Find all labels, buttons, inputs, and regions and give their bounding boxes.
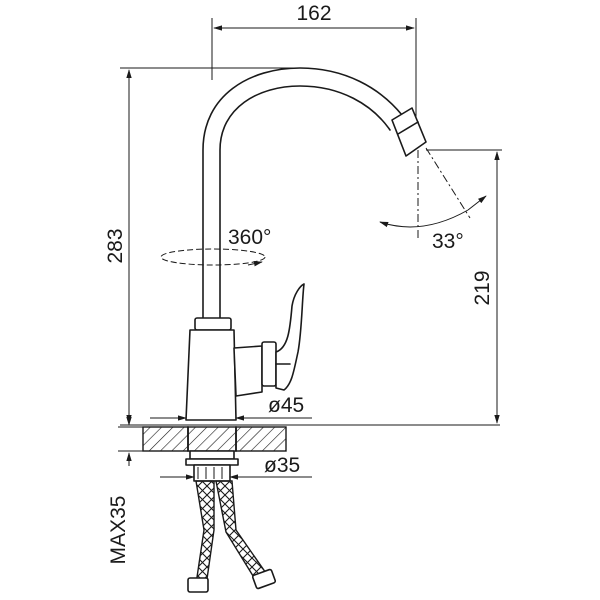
tilt-angle-label: 33° xyxy=(432,230,464,253)
left-hose-fitting xyxy=(187,577,209,593)
top-width-label: 162 xyxy=(296,2,331,25)
overall-height-label: 283 xyxy=(104,228,127,263)
dimension-body-diameter: ø45 xyxy=(150,394,312,421)
faucet-spout xyxy=(202,67,427,321)
supply-hoses xyxy=(187,480,277,593)
dimension-max-thickness: MAX35 xyxy=(107,412,143,564)
faucet-body xyxy=(185,283,305,421)
right-hose-fitting xyxy=(251,568,277,590)
rotation-indicator: 360° xyxy=(160,226,271,267)
tilt-angle-indicator: 33° xyxy=(379,147,487,253)
mount-diameter-label: ø35 xyxy=(264,454,300,477)
dimension-mount-diameter: ø35 xyxy=(160,454,312,480)
dimension-top-width: 162 xyxy=(211,2,417,128)
max-thickness-label: MAX35 xyxy=(107,496,130,565)
dimension-overall-height: 283 xyxy=(104,67,500,426)
spout-height-label: 219 xyxy=(471,270,494,305)
countertop-section xyxy=(142,426,287,452)
rotation-label: 360° xyxy=(228,226,271,249)
body-diameter-label: ø45 xyxy=(268,394,304,417)
mounting-shank xyxy=(185,450,239,482)
dimension-spout-height: 219 xyxy=(426,149,502,424)
